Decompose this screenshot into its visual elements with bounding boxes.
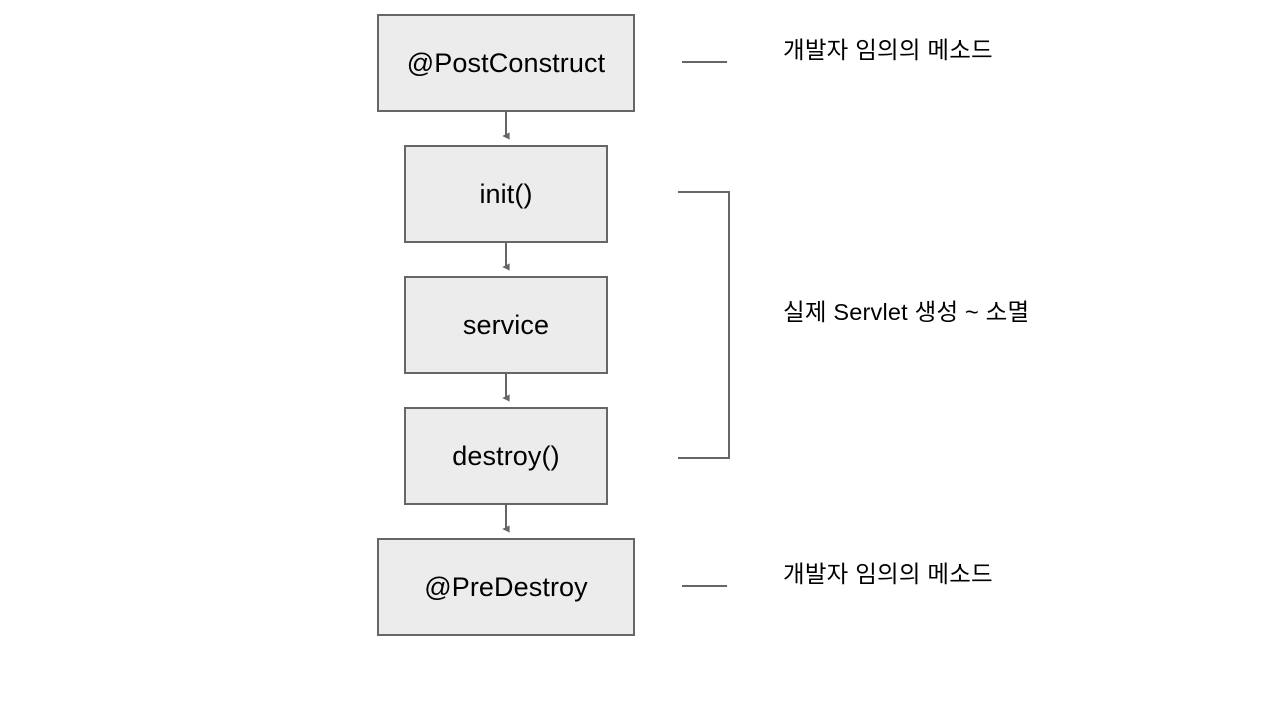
node-init-label: init(): [479, 178, 533, 209]
annotation-top-label: 개발자 임의의 메소드: [783, 37, 993, 63]
node-post-construct[interactable]: @PostConstruct: [377, 14, 635, 112]
node-service[interactable]: service: [404, 276, 608, 374]
node-pre-destroy-label: @PreDestroy: [424, 571, 588, 602]
node-destroy-label: destroy(): [452, 440, 560, 471]
annotation-bottom-label: 개발자 임의의 메소드: [783, 561, 993, 587]
node-service-label: service: [462, 309, 550, 340]
node-post-construct-label: @PostConstruct: [406, 47, 606, 78]
annotation-middle-bracket: [678, 191, 730, 459]
node-pre-destroy[interactable]: @PreDestroy: [377, 538, 635, 636]
node-init[interactable]: init(): [404, 145, 608, 243]
annotation-middle-label: 실제 Servlet 생성 ~ 소멸: [783, 299, 1030, 325]
node-destroy[interactable]: destroy(): [404, 407, 608, 505]
